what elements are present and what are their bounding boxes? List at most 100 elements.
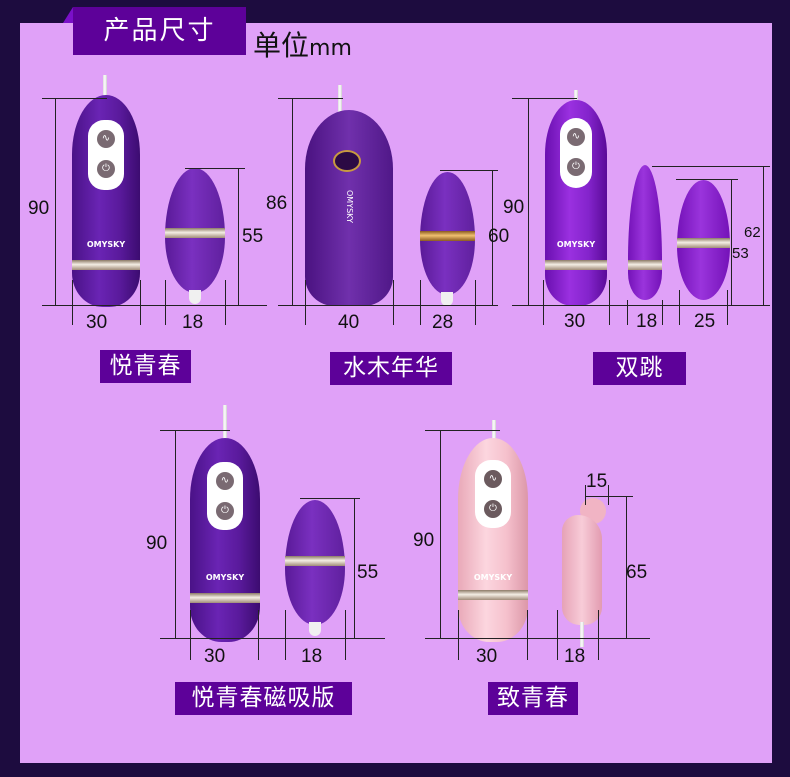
dim-controller-height: 90 bbox=[413, 530, 435, 551]
brand-logo: OMYSKY bbox=[556, 240, 596, 249]
egg bbox=[285, 500, 345, 625]
product-name: 致青春 bbox=[488, 682, 578, 715]
dimension-line bbox=[55, 98, 56, 306]
button-pad: ∿⏻ bbox=[560, 118, 592, 188]
dimension-line bbox=[440, 430, 441, 639]
dimension-line bbox=[512, 305, 770, 306]
wave-icon: ∿ bbox=[97, 130, 115, 148]
section-title: 产品尺寸 bbox=[73, 7, 246, 55]
dimension-line bbox=[425, 638, 650, 639]
dim-egg-width: 18 bbox=[182, 312, 204, 333]
wave-icon: ∿ bbox=[567, 128, 585, 146]
unit-value: mm bbox=[309, 36, 352, 61]
controller: ∿⏻ OMYSKY bbox=[72, 95, 140, 307]
dimension-line bbox=[727, 290, 728, 325]
egg bbox=[677, 180, 730, 300]
button-pad: ∿⏻ bbox=[207, 462, 243, 530]
dimension-line bbox=[42, 305, 267, 306]
dimension-line bbox=[185, 168, 245, 169]
dim-controller-width: 30 bbox=[476, 646, 498, 667]
dimension-line bbox=[652, 166, 770, 167]
dim-controller-width: 40 bbox=[338, 312, 360, 333]
dim-egg-height: 60 bbox=[488, 226, 510, 247]
metal-ring bbox=[545, 260, 607, 270]
unit-label: 单位 bbox=[253, 29, 310, 62]
metal-ring bbox=[628, 259, 662, 270]
dimension-line bbox=[598, 610, 599, 660]
dimension-line bbox=[393, 280, 394, 325]
dim-egg-height: 55 bbox=[357, 562, 379, 583]
cable bbox=[338, 85, 342, 113]
button-pad: ∿⏻ bbox=[475, 460, 511, 528]
dimension-line bbox=[285, 610, 286, 660]
dim-controller-height: 86 bbox=[266, 193, 288, 214]
egg-tip bbox=[441, 292, 453, 306]
dimension-line bbox=[425, 430, 500, 431]
dimension-line bbox=[662, 300, 663, 325]
power-icon: ⏻ bbox=[216, 502, 234, 520]
dim-controller-width: 30 bbox=[564, 311, 586, 332]
cable bbox=[223, 405, 227, 440]
dimension-line bbox=[731, 179, 732, 306]
gold-ring bbox=[420, 231, 475, 242]
button-pad: ∿⏻ bbox=[88, 120, 124, 190]
wave-icon: ∿ bbox=[216, 472, 234, 490]
dim-bullet-height: 62 bbox=[744, 224, 761, 241]
dimension-line bbox=[225, 280, 226, 325]
cable bbox=[492, 420, 496, 442]
dimension-line bbox=[608, 485, 609, 505]
cable bbox=[574, 90, 578, 105]
dimension-line bbox=[492, 170, 493, 306]
power-icon: ⏻ bbox=[97, 160, 115, 178]
power-icon: ⏻ bbox=[567, 158, 585, 176]
dimension-line bbox=[512, 98, 577, 99]
brand-logo: OMYSKY bbox=[345, 190, 354, 224]
dimension-line bbox=[175, 430, 176, 639]
egg-tip bbox=[189, 290, 201, 304]
dimension-line bbox=[278, 305, 498, 306]
wave-icon: ∿ bbox=[484, 470, 502, 488]
product-name: 水木年华 bbox=[330, 352, 452, 385]
brand-logo: OMYSKY bbox=[86, 240, 126, 249]
controller: OMYSKY bbox=[305, 110, 393, 306]
dimension-line bbox=[543, 280, 544, 325]
metal-ring bbox=[458, 590, 528, 600]
dimension-line bbox=[458, 610, 459, 660]
cable bbox=[580, 622, 584, 647]
egg bbox=[420, 172, 475, 295]
dimension-line bbox=[440, 170, 498, 171]
metal-ring bbox=[165, 228, 225, 238]
dim-egg-width: 28 bbox=[432, 312, 454, 333]
dimension-line bbox=[676, 179, 738, 180]
egg bbox=[165, 168, 225, 293]
dimension-line bbox=[190, 610, 191, 660]
dim-controller-width: 30 bbox=[204, 646, 226, 667]
dim-controller-width: 30 bbox=[86, 312, 108, 333]
controller: ∿⏻ OMYSKY bbox=[545, 100, 607, 306]
dimension-line bbox=[557, 610, 558, 660]
dimension-line bbox=[300, 498, 360, 499]
dimension-line bbox=[160, 430, 230, 431]
controller: ∿⏻ OMYSKY bbox=[458, 438, 528, 642]
dimension-line bbox=[527, 610, 528, 660]
dimension-line bbox=[585, 485, 586, 505]
metal-ring bbox=[190, 593, 260, 603]
egg-tip bbox=[309, 622, 321, 636]
controller: ∿⏻ OMYSKY bbox=[190, 438, 260, 642]
brand-logo: OMYSKY bbox=[205, 573, 245, 582]
dimension-line bbox=[42, 98, 107, 99]
metal-ring bbox=[677, 237, 730, 248]
dimension-line bbox=[763, 166, 764, 306]
content-panel bbox=[20, 23, 772, 763]
dimension-line bbox=[292, 98, 293, 306]
dimension-line bbox=[238, 168, 239, 306]
dim-toy-width: 18 bbox=[564, 646, 586, 667]
dim-bullet-width: 18 bbox=[636, 311, 658, 332]
dimension-line bbox=[140, 280, 141, 325]
dim-egg-height: 53 bbox=[732, 245, 749, 262]
dim-egg-width: 25 bbox=[694, 311, 716, 332]
dim-egg-height: 55 bbox=[242, 226, 264, 247]
dimension-line bbox=[345, 610, 346, 660]
dimension-line bbox=[585, 496, 633, 497]
dimension-line bbox=[165, 280, 166, 325]
